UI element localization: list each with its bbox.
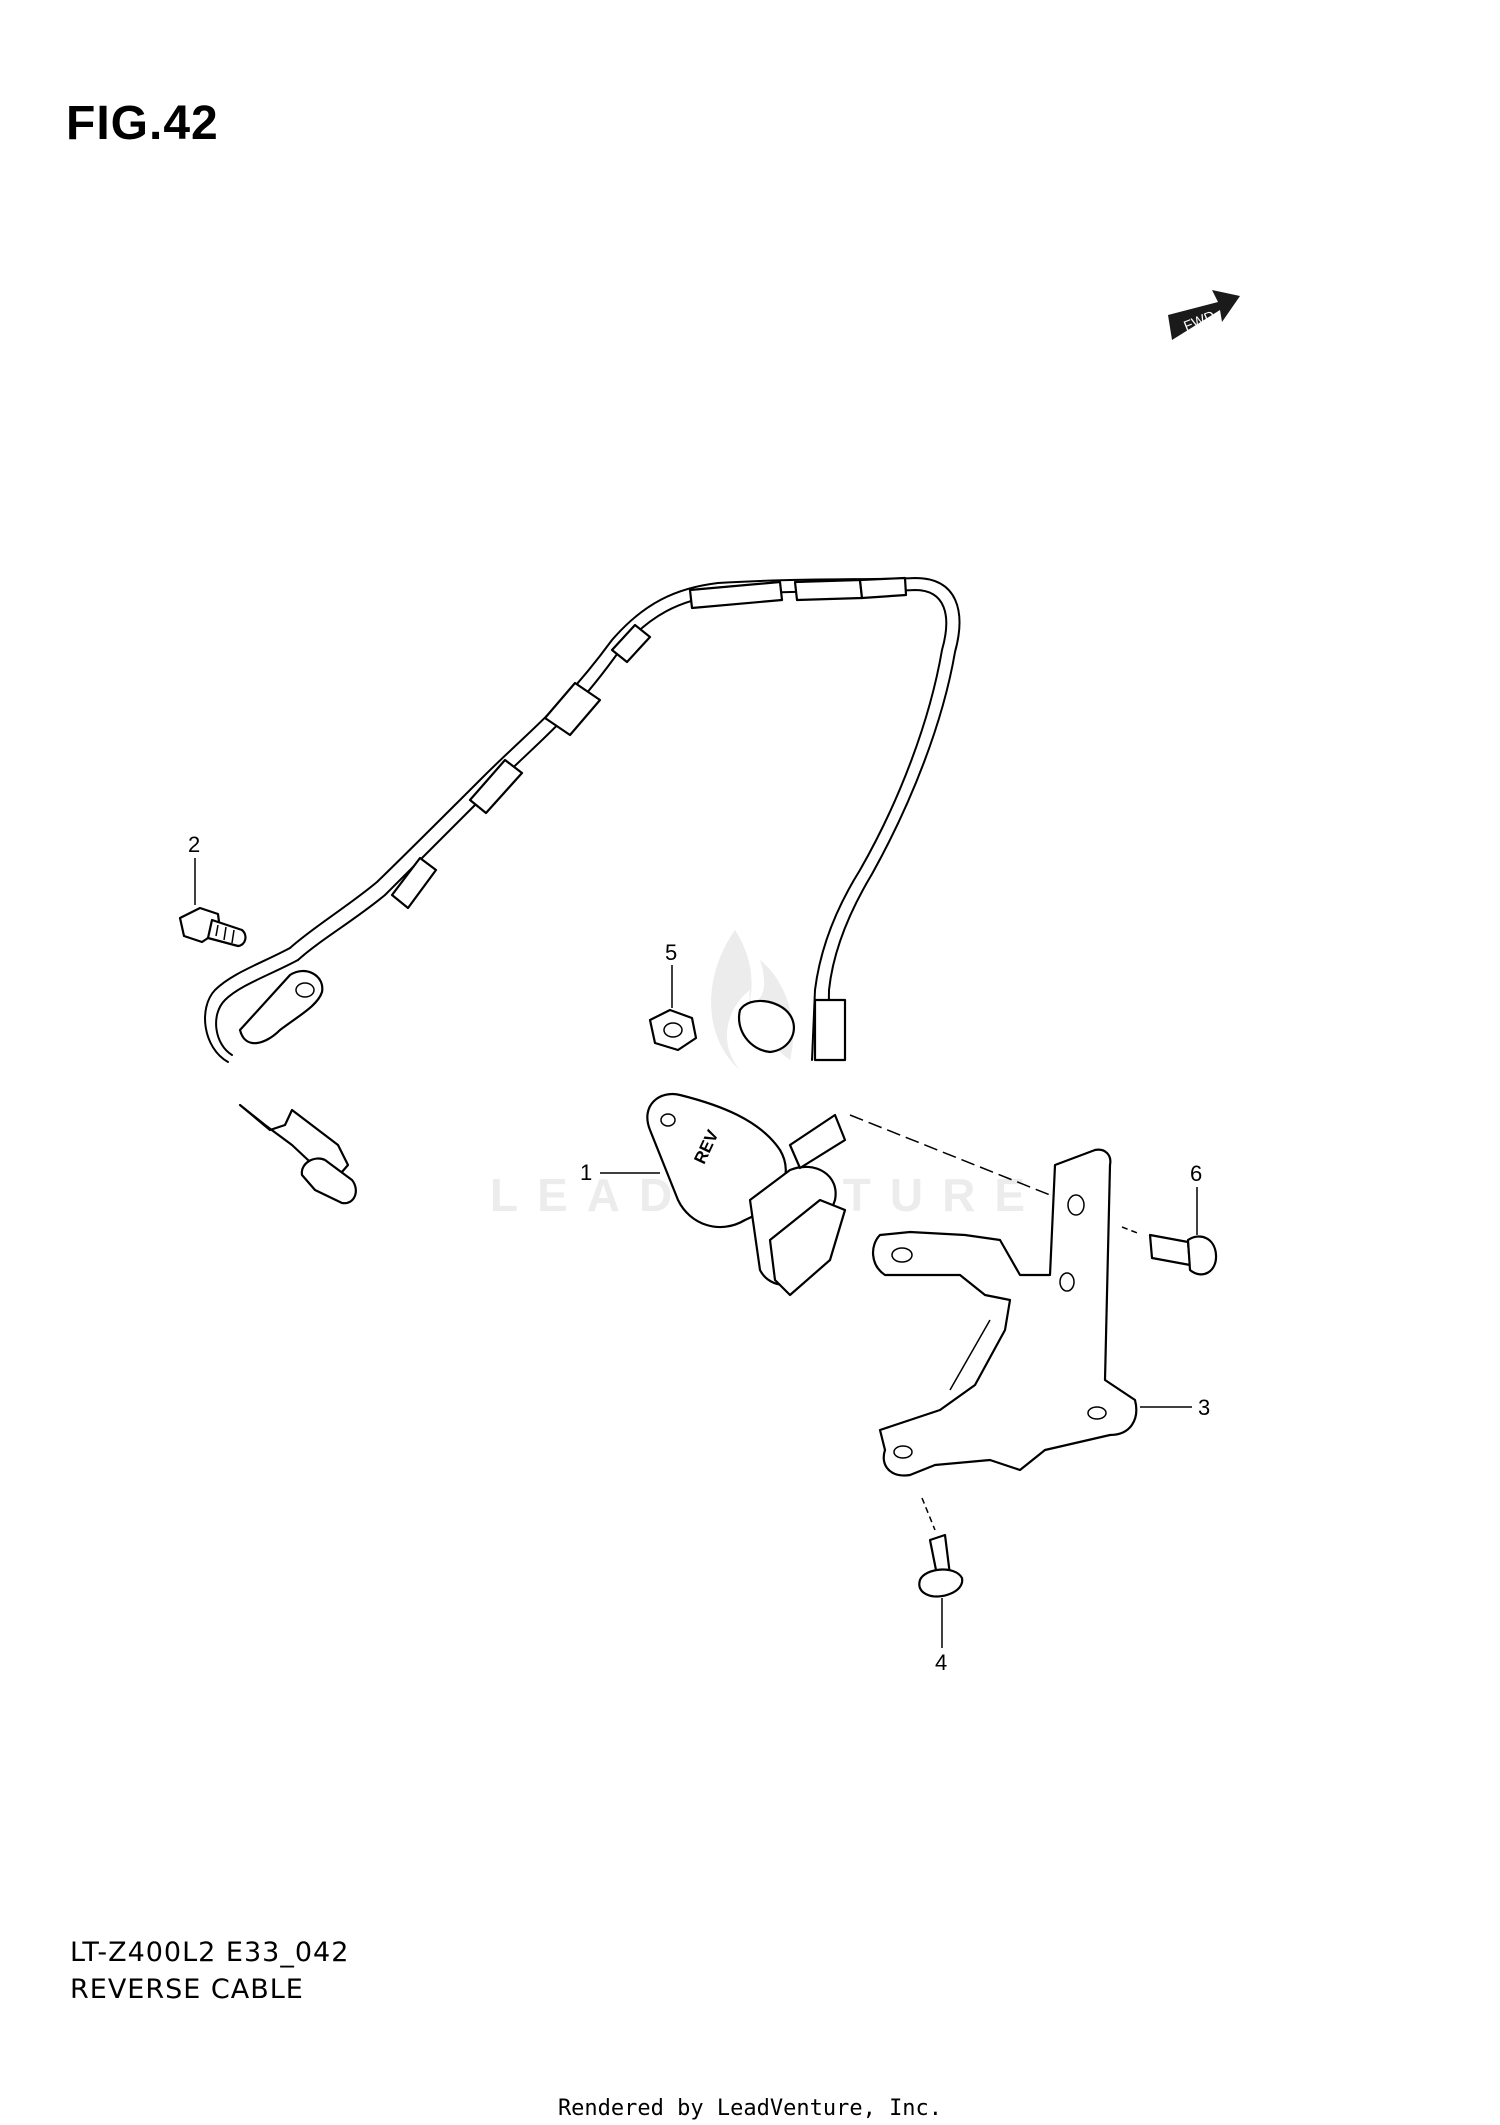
model-code: LT-Z400L2 E33_042 bbox=[70, 1937, 350, 1968]
nut-part-5 bbox=[648, 1008, 698, 1052]
diagram-subtitle: REVERSE CABLE bbox=[70, 1974, 304, 2005]
cable-end-fitting bbox=[204, 947, 357, 1205]
callout-6: 6 bbox=[1190, 1161, 1202, 1235]
svg-text:3: 3 bbox=[1198, 1395, 1210, 1420]
callout-4: 4 bbox=[935, 1598, 947, 1675]
reverse-cable bbox=[289, 576, 961, 1062]
svg-text:6: 6 bbox=[1190, 1161, 1202, 1186]
svg-text:1: 1 bbox=[580, 1160, 592, 1185]
callout-2: 2 bbox=[188, 832, 200, 905]
fwd-arrow-icon: FWD bbox=[1168, 290, 1240, 340]
footer-credit: Rendered by LeadVenture, Inc. bbox=[557, 2096, 943, 2121]
screw-part-4 bbox=[918, 1497, 964, 1598]
svg-text:5: 5 bbox=[665, 940, 677, 965]
reverse-lever-part-1: REV bbox=[646, 999, 1076, 1297]
callout-3: 3 bbox=[1140, 1395, 1210, 1420]
svg-text:2: 2 bbox=[188, 832, 200, 857]
bolt-part-6 bbox=[1121, 1226, 1218, 1276]
bolt-part-2 bbox=[178, 906, 247, 948]
callout-5: 5 bbox=[665, 940, 677, 1008]
svg-text:4: 4 bbox=[935, 1650, 947, 1675]
callout-1: 1 bbox=[580, 1160, 660, 1185]
figure-title: FIG.42 bbox=[66, 97, 219, 150]
bracket-part-3 bbox=[872, 1148, 1138, 1477]
